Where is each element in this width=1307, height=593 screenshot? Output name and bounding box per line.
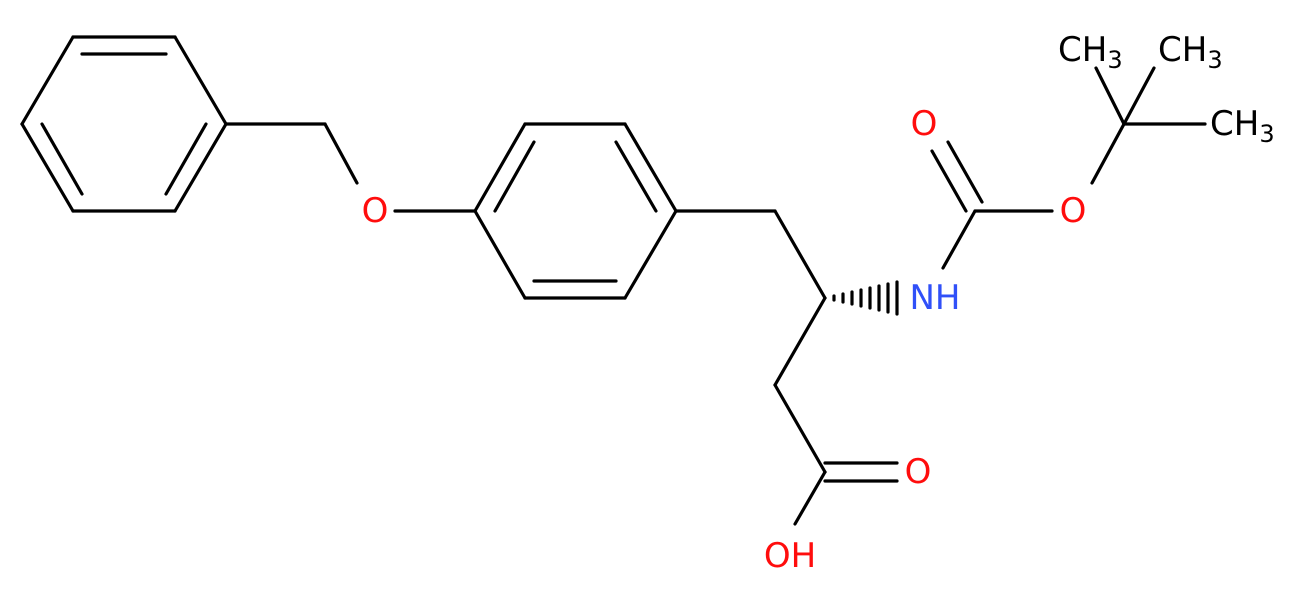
phenyl-ring [473,122,678,300]
bond [473,209,527,300]
acid-carbonyl-oxygen-label: O [905,452,932,492]
methyl-3-label: CH3 [1210,104,1275,148]
methyl-1-label: CH3 [1058,30,1123,74]
methyl-2-main: CH [1158,30,1207,70]
carbamate-ester-oxygen-label: O [1060,191,1087,231]
aromatic-bond-inner [164,122,208,196]
ether-oxygen-label: O [362,191,389,231]
benzyl-ring [20,35,228,213]
aromatic-bond-inner [40,122,84,196]
hashed-wedge-bond [832,280,899,316]
bond-chiral-to-ch2 [773,296,827,387]
bond-carbonyl-double-b [946,140,984,204]
bond-o-to-quaternary-c [1090,122,1126,185]
bond [473,122,527,213]
methyl-1-main: CH [1058,30,1107,70]
bond-c-to-oh [793,470,827,526]
bond [20,122,75,213]
methyl-1-subscript: 3 [1107,46,1122,74]
bond [173,35,228,126]
methyl-2-label: CH3 [1158,30,1223,74]
bond [173,122,228,213]
acid-hydroxyl-label: OH [764,536,816,576]
methyl-3-main: CH [1210,104,1259,144]
bond-ch2-to-carboxyl [773,383,827,474]
methyl-2-subscript: 3 [1207,46,1222,74]
carbamate-carbonyl-oxygen-label: O [911,104,938,144]
bond-nh-to-carbonyl [941,209,977,270]
bond [623,122,678,213]
amide-nitrogen-label: NH [910,278,961,318]
methyl-3-subscript: 3 [1259,120,1274,148]
bond [623,209,678,300]
bond-quaternary-to-methyl-2 [1122,66,1156,126]
bond-quaternary-to-methyl-1 [1094,66,1126,126]
bond-carbonyl-double-a [930,149,968,213]
bond [20,35,75,126]
bond-ch2-to-chiral [773,209,827,300]
bond-ch2-to-o [323,122,359,185]
aromatic-bond-inner [614,140,658,213]
aromatic-bond-inner [493,140,536,213]
